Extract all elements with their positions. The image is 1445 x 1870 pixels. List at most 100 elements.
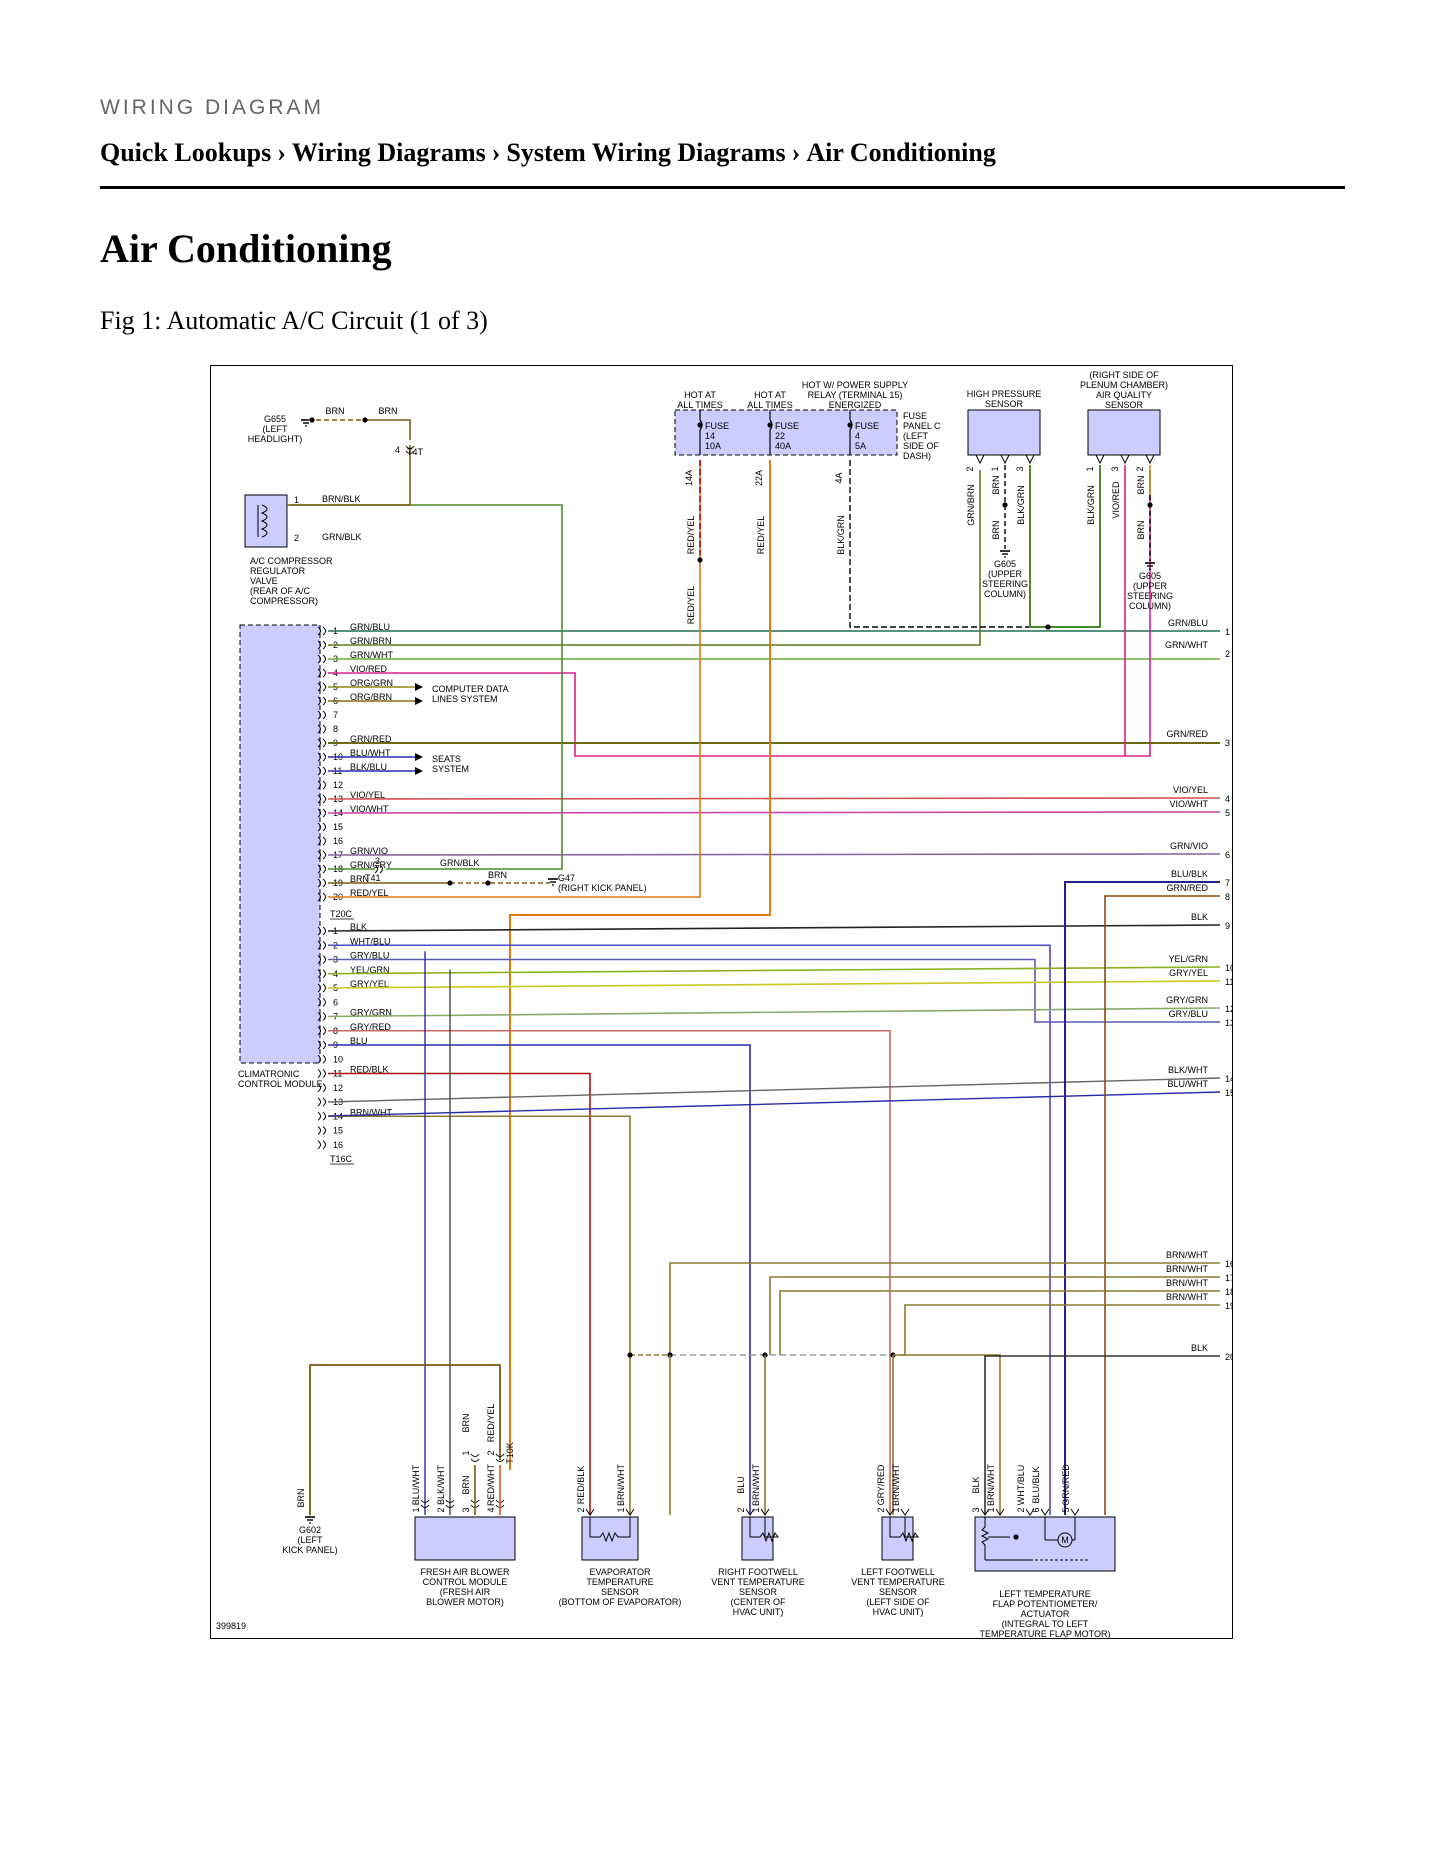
sensor-pin-icon	[1025, 1508, 1035, 1516]
t20c-wire-label: BLK/BLU	[350, 762, 387, 772]
left-footwell-sensor-wire-label: GRY/RED	[876, 1464, 886, 1505]
t16c-pin-connector-icon	[317, 1026, 326, 1036]
fuse-label: 40A	[775, 441, 791, 451]
right-reference-wire-label: GRN/RED	[1166, 883, 1208, 893]
t20c-pin-connector-icon	[317, 710, 326, 720]
aq-sensor-wire-label: VIO/RED	[1111, 481, 1121, 519]
blower-upper-pin-number: 1	[461, 1450, 471, 1455]
right-reference-number: 6	[1225, 850, 1230, 860]
t41-pin-number: 3	[375, 856, 380, 866]
wire-vio-wht	[327, 811, 1221, 814]
flap-pin-number: 1	[986, 1507, 996, 1512]
right-reference-wire-label: GRN/RED	[1166, 729, 1208, 739]
wire-blk-flap	[984, 1355, 1220, 1515]
ac-compressor-valve-label: A/C COMPRESSOR	[250, 556, 333, 566]
ac-compressor-valve-label: (REAR OF A/C	[250, 586, 311, 596]
fuse-panel-c-label: SIDE OF	[903, 441, 940, 451]
sensor-pin-icon	[1120, 454, 1130, 465]
computer-data-arrow-icon	[415, 697, 423, 705]
t20c-pin-connector-icon	[317, 878, 326, 888]
right-reference-wire-label: GRY/GRN	[1166, 995, 1208, 1005]
left-footwell-sensor-label: HVAC UNIT)	[873, 1607, 924, 1617]
ac-compressor-valve-label: VALVE	[250, 576, 278, 586]
flap-pin-number: 5	[1061, 1507, 1071, 1512]
solenoid-coil-icon	[257, 504, 268, 538]
wire-grn-brn	[328, 470, 981, 646]
t20c-pin-connector-icon	[317, 668, 326, 678]
right-footwell-sensor-pin-number: 2	[736, 1507, 746, 1512]
t16c-pin-connector-icon	[317, 1083, 326, 1093]
aq-sensor-wire-label: BRN	[1136, 475, 1146, 494]
t20c-pin-connector-icon	[317, 822, 326, 832]
breadcrumb-link-wiring-diagrams[interactable]: Wiring Diagrams	[291, 138, 486, 167]
breadcrumb-link-system-wiring-diagrams[interactable]: System Wiring Diagrams	[506, 138, 786, 167]
sensor-pin-icon	[885, 1508, 895, 1516]
t20c-pin-connector-icon	[317, 696, 326, 706]
computer-data-lines-label: LINES SYSTEM	[432, 694, 498, 704]
fuse-wire-label: RED/YEL	[686, 586, 696, 625]
right-footwell-sensor-label: VENT TEMPERATURE	[711, 1577, 805, 1587]
left-temperature-flap-label: LEFT TEMPERATURE	[999, 1589, 1091, 1599]
blower-pin-number: 4	[486, 1507, 496, 1512]
climatronic-module-box	[239, 624, 321, 1064]
high-pressure-sensor-box	[967, 409, 1041, 456]
right-reference-wire-label: BLU/BLK	[1171, 869, 1208, 879]
hot-power-supply-relay-label: RELAY (TERMINAL 15)	[808, 390, 903, 400]
fuse-label: 10A	[705, 441, 721, 451]
sensor-pin-icon	[1000, 454, 1010, 465]
seats-arrow-icon	[415, 753, 423, 761]
right-reference-number: 5	[1225, 808, 1230, 818]
sensor-pin-icon	[585, 1508, 595, 1516]
wire-brn-wht-bus	[669, 1262, 1220, 1355]
breadcrumb-separator: ›	[791, 138, 801, 167]
t16c-wire-label: GRY/YEL	[350, 979, 389, 989]
fuse-label: 22	[775, 431, 785, 441]
sensor-pin-icon	[900, 1508, 910, 1516]
g605-ground-label: STEERING	[1127, 591, 1173, 601]
sensor-pin-icon	[1040, 1508, 1050, 1516]
fuse-label: FUSE	[705, 421, 729, 431]
air-quality-sensor-label: AIR QUALITY	[1096, 390, 1152, 400]
left-temperature-flap-label: ACTUATOR	[1021, 1609, 1070, 1619]
right-reference-wire-label: BRN/WHT	[1166, 1264, 1208, 1274]
aq-sensor-pin-number: 2	[1135, 466, 1145, 471]
flap-pin-number: 6	[1031, 1507, 1041, 1512]
g602-ground-label: G602	[299, 1525, 321, 1535]
right-reference-wire-label: BLK	[1191, 1343, 1208, 1353]
right-footwell-sensor-label: HVAC UNIT)	[733, 1607, 784, 1617]
flap-wire-label: BLK	[971, 1476, 981, 1493]
hot-power-supply-relay-label: HOT W/ POWER SUPPLY	[802, 380, 908, 390]
right-reference-number: 8	[1225, 892, 1230, 902]
fuse-label: FUSE	[855, 421, 879, 431]
fresh-air-blower-label: BLOWER MOTOR)	[426, 1597, 504, 1607]
fuse-panel-c-label: PANEL C	[903, 421, 941, 431]
left-footwell-sensor-label: (LEFT SIDE OF	[866, 1597, 930, 1607]
g655-ground-label: (LEFT	[262, 424, 288, 434]
left-footwell-sensor-label: VENT TEMPERATURE	[851, 1577, 945, 1587]
sensor-pin-icon	[625, 1508, 635, 1516]
g655-wire-label: BRN	[378, 406, 397, 416]
blower-wire-label: BLK/WHT	[436, 1465, 446, 1506]
t20c-pin-number: 16	[333, 836, 343, 846]
right-footwell-sensor-wire-label: BRN/WHT	[751, 1464, 761, 1506]
t20c-pin-connector-icon	[317, 808, 326, 818]
air-quality-sensor-label: SENSOR	[1105, 400, 1144, 410]
t20c-pin-connector-icon	[317, 626, 326, 636]
fuse-dot	[767, 422, 773, 428]
breadcrumb-link-quick-lookups[interactable]: Quick Lookups	[100, 138, 272, 167]
sensor-pin-icon	[975, 454, 985, 465]
g602-ground-label: KICK PANEL)	[282, 1545, 337, 1555]
t20c-pin-connector-icon	[317, 724, 326, 734]
g605-ground-label: (UPPER	[988, 569, 1023, 579]
sensor-pin-icon	[1095, 454, 1105, 465]
right-reference-wire-label: VIO/YEL	[1173, 785, 1208, 795]
right-footwell-sensor-pin-number: 1	[751, 1507, 761, 1512]
hot-power-supply-relay-label: ENERGIZED	[829, 400, 882, 410]
left-temperature-flap-label: FLAP POTENTIOMETER/	[993, 1599, 1098, 1609]
right-reference-wire-label: BLK	[1191, 912, 1208, 922]
t20c-wire-label: VIO/WHT	[350, 804, 389, 814]
t16c-pin-connector-icon	[317, 1069, 326, 1078]
wire-red-yel-main	[509, 460, 771, 1470]
seats-system-label: SEATS	[432, 754, 461, 764]
